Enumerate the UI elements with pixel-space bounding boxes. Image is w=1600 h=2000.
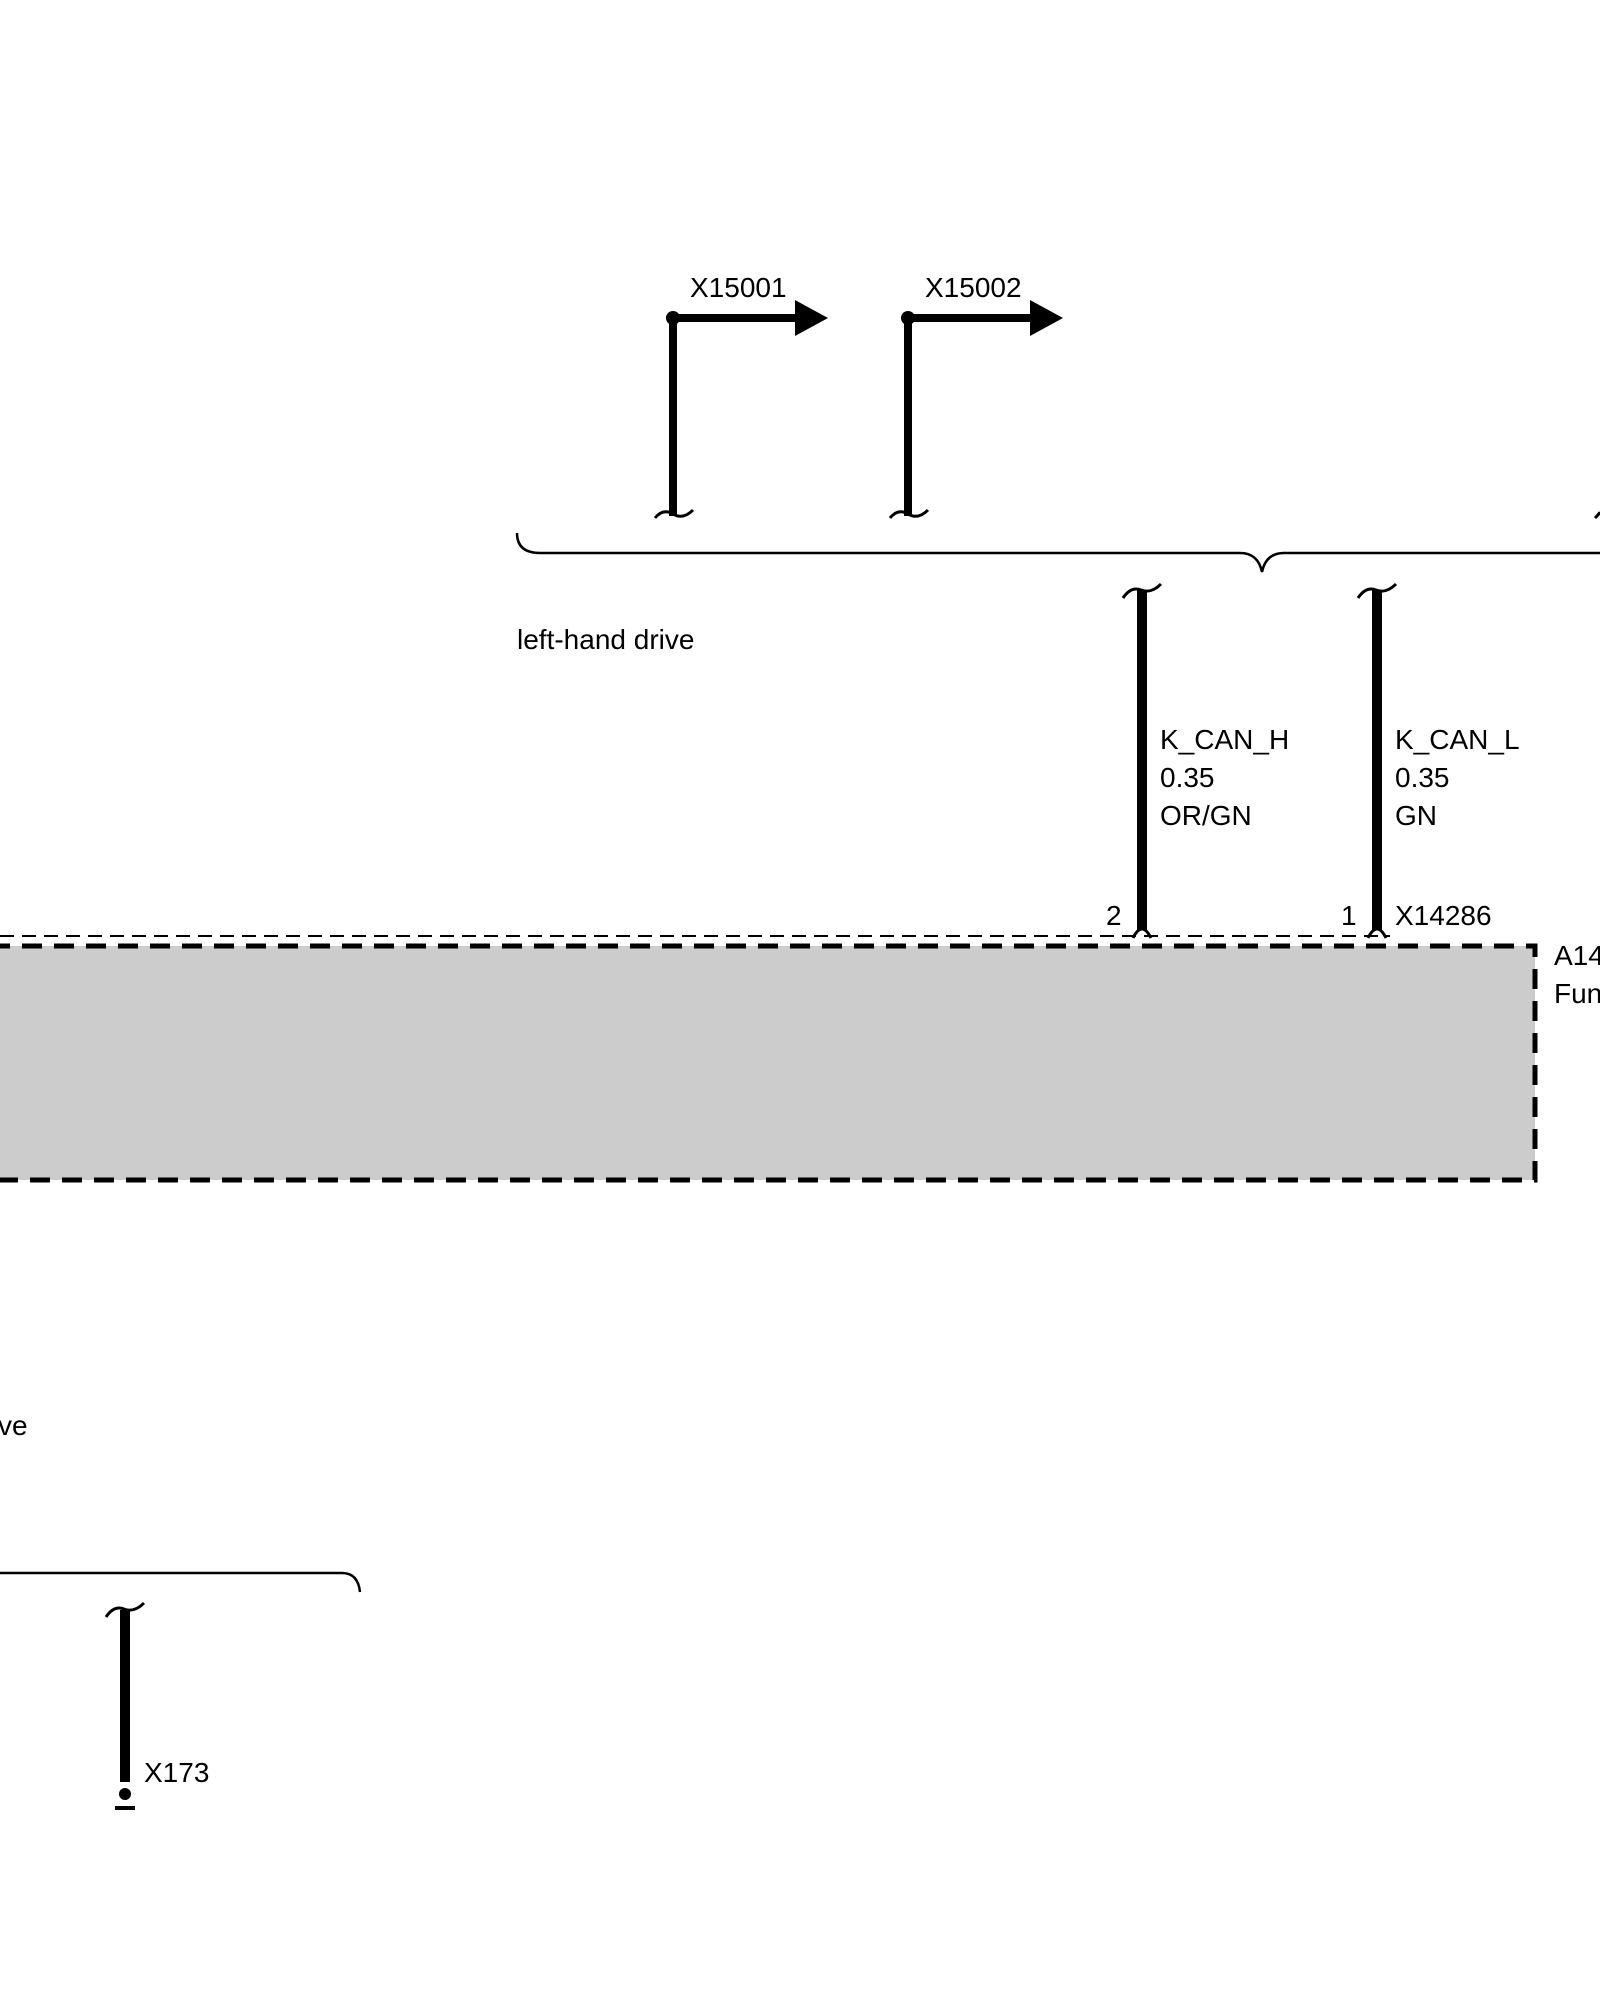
wire-cross-section: 0.35 bbox=[1395, 762, 1450, 793]
option-brace-bottom bbox=[0, 1571, 362, 1593]
wire-k-can-l bbox=[1356, 582, 1398, 939]
pin-number-1: 1 bbox=[1341, 900, 1357, 931]
connector-arrow-x15001 bbox=[653, 300, 828, 519]
wire-ground-x173 bbox=[104, 1601, 146, 1810]
option-label-left-hand-drive: left-hand drive bbox=[517, 624, 695, 655]
pin-number-2: 2 bbox=[1106, 900, 1122, 931]
connector-label-x173: X173 bbox=[144, 1757, 210, 1788]
control-module-box bbox=[0, 943, 1538, 1183]
wire-k-can-h bbox=[1121, 582, 1163, 939]
wire-info-k-can-l: K_CAN_L 0.35 GN bbox=[1395, 721, 1520, 835]
wire-color-code: OR/GN bbox=[1160, 800, 1252, 831]
module-id-label: A14 bbox=[1554, 940, 1600, 971]
wire-cross-section: 0.35 bbox=[1160, 762, 1215, 793]
connector-arrow-x15002 bbox=[888, 300, 1063, 519]
module-name-label: Fun bbox=[1554, 978, 1600, 1009]
option-label-fragment: ve bbox=[0, 1410, 28, 1441]
stub-break-right bbox=[1593, 511, 1600, 520]
wire-signal-name: K_CAN_H bbox=[1160, 724, 1290, 755]
connector-label-x15001: X15001 bbox=[690, 272, 787, 303]
option-brace-top bbox=[515, 532, 1600, 573]
wire-color-code: GN bbox=[1395, 800, 1437, 831]
wire-signal-name: K_CAN_L bbox=[1395, 724, 1520, 755]
wire-info-k-can-h: K_CAN_H 0.35 OR/GN bbox=[1160, 721, 1289, 835]
connector-label-x14286: X14286 bbox=[1395, 900, 1492, 931]
connector-label-x15002: X15002 bbox=[925, 272, 1022, 303]
